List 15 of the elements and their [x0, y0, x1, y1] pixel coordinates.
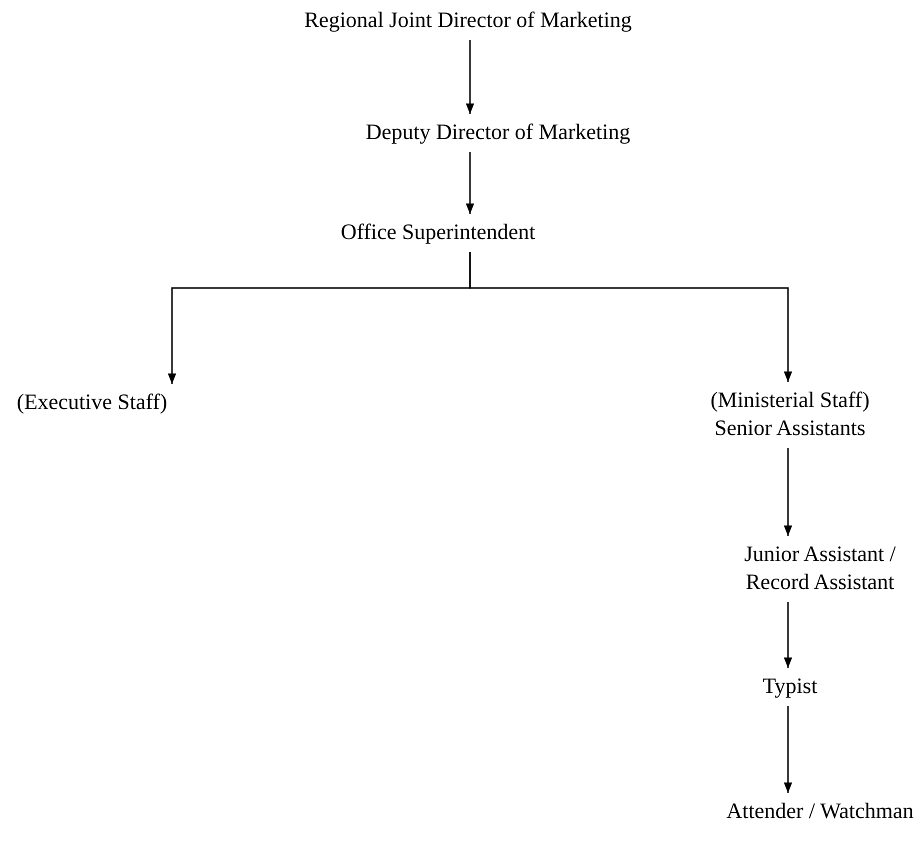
node-label: (Ministerial Staff) [710, 386, 870, 414]
node-label: (Executive Staff) [16, 388, 168, 416]
arrow [784, 602, 792, 668]
node-label: Typist [762, 672, 818, 700]
arrow [469, 252, 792, 382]
arrow [784, 448, 792, 536]
arrow [466, 152, 474, 214]
node-label: Attender / Watchman [726, 797, 914, 825]
arrow [784, 706, 792, 793]
node-label: Office Superintendent [340, 218, 536, 246]
node-label: Senior Assistants [714, 414, 866, 442]
node-label: Junior Assistant / Record Assistant [743, 540, 897, 596]
arrow [466, 40, 474, 114]
node-label: Regional Joint Director of Marketing [304, 6, 632, 34]
node-label: Deputy Director of Marketing [366, 118, 630, 146]
